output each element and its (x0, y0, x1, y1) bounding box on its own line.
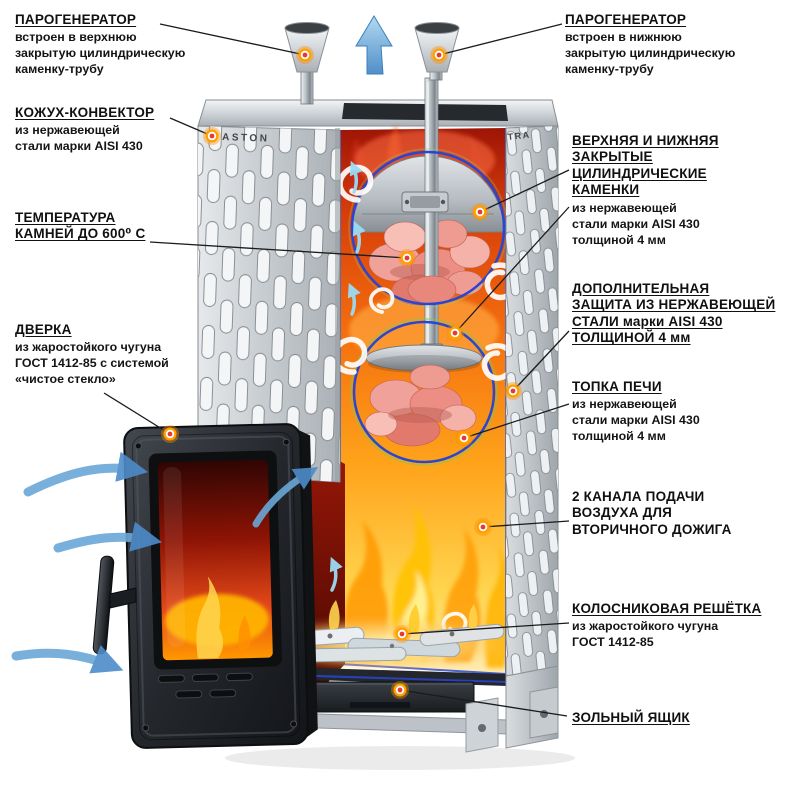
callout-body: из нержавеющей стали марки AISI 430 толщ… (572, 397, 700, 444)
callout-title: ДОПОЛНИТЕЛЬНАЯ ЗАЩИТА ИЗ НЕРЖАВЕЮЩЕЙ СТА… (572, 281, 776, 346)
convector-left-panel: ASTON (197, 125, 341, 483)
callout-extra-protection: ДОПОЛНИТЕЛЬНАЯ ЗАЩИТА ИЗ НЕРЖАВЕЮЩЕЙ СТА… (572, 281, 794, 347)
callout-title: ТЕМПЕРАТУРА КАМНЕЙ ДО 600⁰ С (15, 210, 146, 242)
callout-title: КОЛОСНИКОВАЯ РЕШЁТКА (572, 601, 762, 616)
callout-title: ДВЕРКА (15, 322, 72, 337)
airflow-arrows (11, 451, 319, 674)
callout-door: ДВЕРКА из жаростойкого чугуна ГОСТ 1412-… (15, 322, 205, 388)
door-glass (157, 459, 273, 661)
callout-firebox: ТОПКА ПЕЧИ из нержавеющей стали марки AI… (572, 379, 790, 445)
door-vents (157, 672, 253, 699)
central-pipe (401, 77, 457, 353)
callout-convector-casing: КОЖУХ-КОНВЕКТОР из нержавеющей стали мар… (15, 105, 205, 155)
callout-title: ТОПКА ПЕЧИ (572, 379, 662, 394)
lower-chamber-outline (352, 320, 496, 464)
callout-body: встроен в верхнюю закрытую цилиндрическу… (15, 30, 186, 77)
callout-ash-box: ЗОЛЬНЫЙ ЯЩИК (572, 710, 790, 726)
callout-title: КОЖУХ-КОНВЕКТОР (15, 105, 155, 120)
callout-steam-generator-top: ПАРОГЕНЕРАТОР встроен в верхнюю закрытую… (15, 12, 205, 78)
airflow-arrow (11, 644, 124, 674)
callout-title: ЗОЛЬНЫЙ ЯЩИК (572, 710, 690, 725)
upper-chamber-outline (350, 150, 506, 306)
steam-up-arrow-icon (355, 15, 393, 75)
callout-grate: КОЛОСНИКОВАЯ РЕШЁТКА из жаростойкого чуг… (572, 601, 794, 651)
callout-title: 2 КАНАЛА ПОДАЧИ ВОЗДУХА ДЛЯ ВТОРИЧНОГО Д… (572, 489, 732, 537)
callout-body: из жаростойкого чугуна ГОСТ 1412-85 (572, 619, 719, 650)
callout-body: из нержавеющей стали марки AISI 430 (15, 123, 143, 154)
airflow-arrow (23, 451, 149, 497)
callout-body: встроен в нижнюю закрытую цилиндрическую… (565, 30, 736, 77)
callout-title: ВЕРХНЯЯ И НИЖНЯЯ ЗАКРЫТЫЕ ЦИЛИНДРИЧЕСКИЕ… (572, 133, 719, 198)
brand-logo: ASTON (222, 132, 270, 145)
airflow-arrow (252, 467, 319, 528)
callout-secondary-air-channels: 2 КАНАЛА ПОДАЧИ ВОЗДУХА ДЛЯ ВТОРИЧНОГО Д… (572, 489, 790, 538)
callout-stone-temperature: ТЕМПЕРАТУРА КАМНЕЙ ДО 600⁰ С (15, 210, 205, 243)
callout-stone-chambers: ВЕРХНЯЯ И НИЖНЯЯ ЗАКРЫТЫЕ ЦИЛИНДРИЧЕСКИЕ… (572, 133, 790, 249)
brand-logo-right: TRA (507, 130, 531, 142)
callout-body: из нержавеющей стали марки AISI 430 толщ… (572, 200, 700, 247)
stove-top-rim (197, 99, 559, 127)
callout-title: ПАРОГЕНЕРАТОР (15, 12, 137, 27)
callout-title: ПАРОГЕНЕРАТОР (565, 12, 687, 27)
lower-chamber-halo (350, 318, 498, 466)
callout-body: из жаростойкого чугуна ГОСТ 1412-85 с си… (15, 340, 169, 387)
leader-lines (103, 23, 570, 717)
convector-right-panel (505, 125, 559, 677)
stove-door (123, 423, 318, 749)
callout-steam-generator-bottom: ПАРОГЕНЕРАТОР встроен в нижнюю закрытую … (565, 12, 787, 78)
stove-shadow (225, 746, 575, 770)
airflow-arrow (53, 521, 163, 553)
lower-stone-chamber (364, 343, 483, 447)
